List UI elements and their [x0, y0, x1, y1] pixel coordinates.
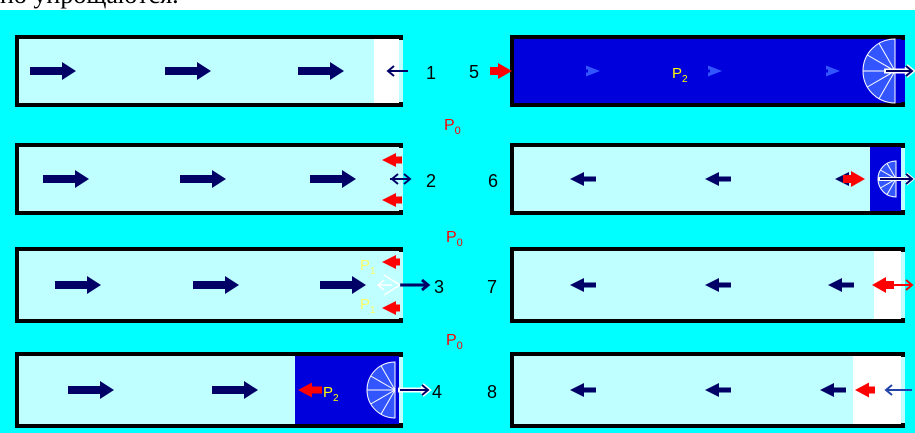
arrow-left-icon: [820, 383, 846, 397]
arrow-right-icon: [68, 381, 114, 399]
flow-arrows: [68, 381, 258, 399]
wave-ray: [370, 389, 396, 405]
arrow-right-icon: [43, 170, 89, 188]
frame-number: 3: [434, 277, 444, 297]
arrow-right-icon: [180, 170, 226, 188]
wave-ray: [867, 54, 896, 72]
pressure-arrows-and-valves: [298, 38, 915, 419]
flow-arrows: [570, 383, 846, 397]
arrow-right-icon: [30, 62, 76, 80]
arrow-left-icon: [705, 278, 731, 292]
flow-arrows: [570, 278, 854, 292]
wave-ray: [878, 70, 896, 99]
arrow-left-icon: [570, 278, 596, 292]
frame-3: 3: [15, 247, 444, 323]
frame-number: 7: [487, 277, 497, 297]
frame-2: 2: [15, 143, 436, 215]
wave-ray: [383, 274, 401, 286]
thin-arrow-right-icon: [905, 279, 914, 291]
arrow-left-icon: [705, 383, 731, 397]
thin-arrow-left-icon: [376, 279, 385, 291]
arrow-right-icon: [826, 65, 840, 77]
arrow-left-icon: [872, 277, 894, 293]
pipe-body: [510, 35, 905, 107]
arrow-left-icon: [570, 383, 596, 397]
frame-number: 6: [488, 171, 498, 191]
arrow-right-icon: [490, 63, 512, 79]
thin-arrow-right-icon: [905, 65, 914, 77]
wave-ray: [380, 389, 396, 415]
thin-arrow-left-icon: [884, 384, 893, 396]
arrow-left-icon: [705, 172, 731, 186]
frame-6: 6: [488, 143, 905, 215]
wave-ray: [886, 163, 897, 180]
arrow-left-icon: [382, 153, 402, 167]
header-text: но упрощаются.: [0, 0, 179, 8]
flow-arrows: [43, 170, 356, 188]
arrow-right-icon: [320, 276, 366, 294]
arrow-right-icon: [708, 65, 722, 77]
arrow-right-icon: [165, 62, 211, 80]
frame-1: 1: [15, 35, 436, 107]
thin-arrow-right-icon: [421, 384, 430, 396]
thin-arrow-right-icon: [905, 173, 914, 185]
thin-arrow-left-icon: [386, 65, 395, 77]
arrow-right-icon: [212, 381, 258, 399]
wave-ray: [380, 365, 396, 391]
arrow-left-icon: [382, 255, 400, 269]
arrow-left-icon: [382, 193, 402, 207]
frame-number: 5: [469, 62, 479, 82]
frame-8: 8: [487, 352, 905, 428]
arrow-left-icon: [382, 301, 400, 315]
wave-ray: [370, 375, 396, 391]
frame-7: 7: [487, 247, 905, 323]
flow-arrows: [30, 62, 344, 80]
arrow-right-icon: [843, 171, 865, 187]
frame-number: 4: [432, 382, 442, 402]
arrow-right-icon: [310, 170, 356, 188]
arrow-right-icon: [193, 276, 239, 294]
flow-arrows: [55, 276, 366, 294]
frame-number: 2: [426, 171, 436, 191]
arrow-left-icon: [828, 278, 854, 292]
wave-ray: [878, 43, 896, 72]
wave-ray: [886, 178, 897, 195]
arrow-left-icon: [855, 382, 875, 398]
wave-ray: [383, 284, 401, 296]
wave-ray: [867, 70, 896, 88]
arrow-left-icon: [298, 382, 322, 398]
arrow-left-icon: [570, 172, 596, 186]
arrow-right-icon: [298, 62, 344, 80]
frame-number: 8: [487, 382, 497, 402]
frame-number: 1: [426, 63, 436, 83]
thin-arrow-left-icon: [390, 173, 399, 185]
arrow-right-icon: [586, 65, 600, 77]
thin-arrow-right-icon: [421, 278, 431, 292]
arrow-right-icon: [55, 276, 101, 294]
